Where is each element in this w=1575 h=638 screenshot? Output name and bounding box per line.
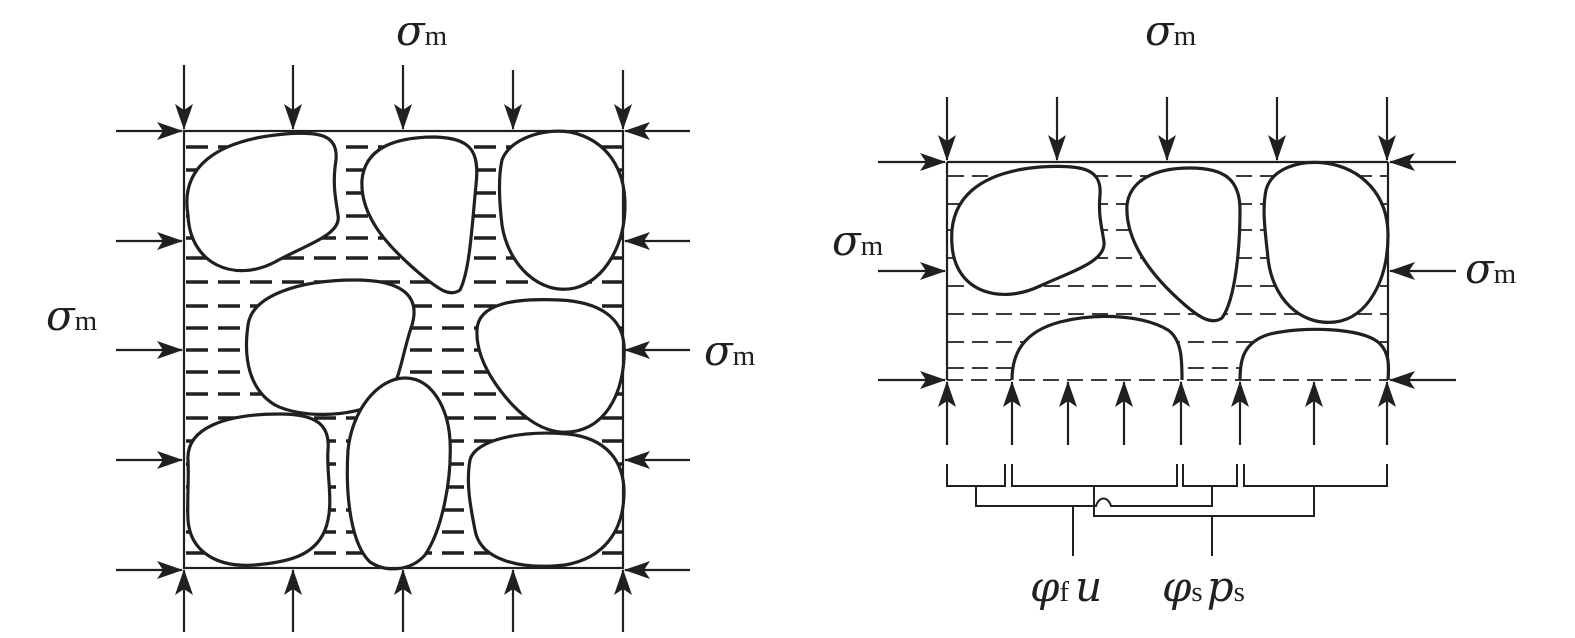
grain [475, 298, 626, 434]
left-panel: σm σm σm [46, 6, 756, 632]
right-top-arrows [938, 97, 1396, 161]
grain [497, 129, 627, 291]
left-top-arrows [175, 65, 632, 130]
label-phi-s-p-s: φsps [1162, 562, 1245, 611]
grain [345, 376, 452, 571]
label-sigma-m-right-panel-right: σm [1465, 244, 1517, 293]
grain [1238, 327, 1391, 381]
grain [950, 164, 1106, 296]
grain [360, 135, 479, 295]
label-sigma-m-right-left-panel: σm [704, 326, 756, 375]
label-sigma-m-top-left: σm [396, 6, 448, 55]
label-sigma-m-top-right: σm [1145, 6, 1197, 55]
grain [1125, 166, 1242, 323]
label-sigma-m-left: σm [46, 291, 98, 340]
grain [1262, 160, 1390, 324]
grain [185, 131, 340, 273]
left-side-arrows-in-from-right [624, 122, 690, 579]
area-brackets [946, 464, 1388, 556]
grain [244, 278, 416, 416]
right-side-arrows-in-from-left [878, 153, 946, 389]
right-grains [950, 160, 1391, 381]
left-box [182, 129, 625, 570]
grain [1010, 314, 1184, 381]
grain [466, 431, 626, 568]
grain [186, 412, 332, 567]
left-grains [185, 129, 627, 571]
left-bottom-arrows [175, 569, 632, 632]
right-bottom-arrows [938, 381, 1396, 445]
label-sigma-m-right-panel-left: σm [832, 216, 884, 265]
left-side-arrows-in-from-left [116, 122, 183, 579]
right-side-arrows-in-from-right [1389, 153, 1456, 389]
